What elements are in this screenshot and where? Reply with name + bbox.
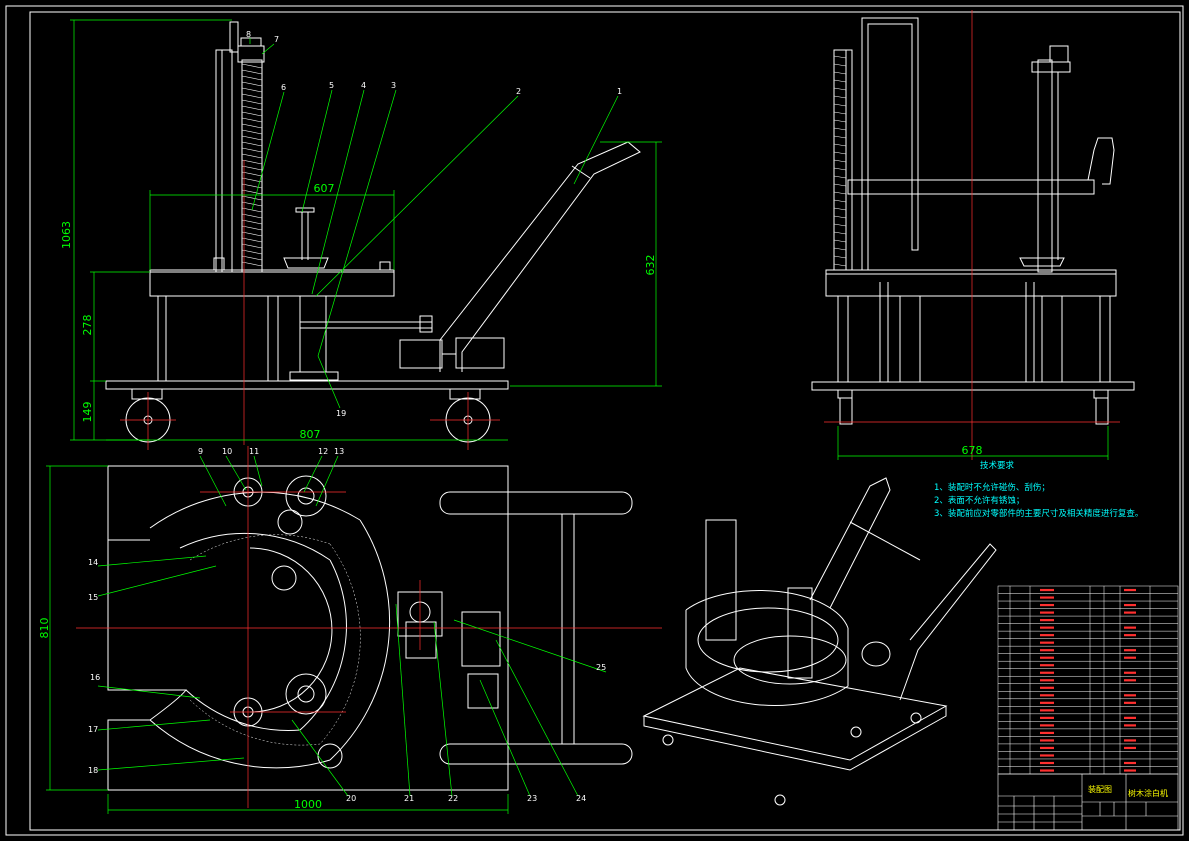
- dim-top-width: 1000: [294, 798, 322, 811]
- parts-list-cell-mark: [1040, 761, 1054, 765]
- part-label-25: 25: [596, 663, 606, 672]
- part-label-2: 2: [516, 87, 521, 96]
- parts-list-cell-mark: [1124, 634, 1136, 637]
- parts-list-cell-mark: [1124, 694, 1136, 697]
- part-label-21: 21: [404, 794, 414, 803]
- side-view: [811, 17, 1135, 425]
- parts-list-cell-mark: [1124, 716, 1136, 719]
- part-labels: 1 2 3 4 5 6 7 8 9 10 11 12 13 14 15 16 1…: [88, 30, 622, 803]
- part-label-11: 11: [249, 447, 259, 456]
- parts-list-cell-mark: [1124, 679, 1136, 682]
- parts-list: [997, 585, 1179, 775]
- dim-handle-height: 632: [644, 255, 657, 276]
- title-block-name: 树木涂白机: [1128, 788, 1168, 798]
- part-label-6: 6: [281, 83, 286, 92]
- parts-list-cell-mark: [1040, 611, 1054, 614]
- part-label-19: 19: [336, 409, 346, 418]
- parts-list-cell-mark: [1040, 679, 1054, 682]
- parts-list-cell-mark: [1124, 649, 1136, 652]
- tech-requirements: 技术要求 1、装配时不允许碰伤、刮伤； 2、表面不允许有锈蚀； 3、装配前应对零…: [934, 460, 1143, 519]
- parts-list-cell-mark: [1124, 626, 1136, 629]
- part-label-17: 17: [88, 725, 98, 734]
- parts-list-cell-mark: [1040, 649, 1054, 652]
- title-block: [997, 773, 1179, 831]
- part-label-14: 14: [88, 558, 98, 567]
- tech-requirement-1: 1、装配时不允许碰伤、刮伤；: [934, 482, 1050, 493]
- part-label-16: 16: [90, 673, 100, 682]
- parts-list-cell-mark: [1124, 739, 1136, 742]
- part-label-7: 7: [274, 35, 279, 44]
- parts-list-cell-mark: [1040, 731, 1054, 735]
- part-label-3: 3: [391, 81, 396, 90]
- part-label-23: 23: [527, 794, 537, 803]
- parts-list-cell-mark: [1040, 686, 1054, 689]
- part-label-8: 8: [246, 30, 251, 39]
- part-label-4: 4: [361, 81, 366, 90]
- part-label-5: 5: [329, 81, 334, 90]
- part-label-9: 9: [198, 447, 203, 456]
- parts-list-cell-mark: [1040, 656, 1054, 659]
- parts-list-cell-mark: [1040, 716, 1054, 719]
- dim-top-depth: 810: [38, 618, 51, 639]
- parts-list-cell-mark: [1040, 626, 1054, 629]
- parts-list-cell-mark: [1124, 761, 1136, 765]
- parts-list-cell-mark: [1040, 694, 1054, 697]
- parts-list-cell-mark: [1040, 664, 1054, 667]
- dim-base-height: 149: [81, 402, 94, 423]
- parts-list-cell-mark: [1124, 611, 1136, 614]
- dim-frame-height: 278: [81, 315, 94, 336]
- parts-list-cell-mark: [1124, 671, 1136, 674]
- parts-list-cell-mark: [1040, 596, 1054, 599]
- part-label-18: 18: [88, 766, 98, 775]
- parts-list-cell-mark: [1124, 724, 1136, 727]
- parts-list-cell-mark: [1040, 641, 1054, 644]
- part-label-20: 20: [346, 794, 356, 803]
- parts-list-cell-mark: [1040, 634, 1054, 637]
- parts-list-cell-mark: [1040, 603, 1054, 607]
- front-view: [105, 21, 641, 443]
- parts-list-cell-mark: [1124, 701, 1136, 704]
- parts-list-cell-mark: [1040, 724, 1054, 727]
- tech-requirement-3: 3、装配前应对零部件的主要尺寸及相关精度进行复查。: [934, 508, 1143, 519]
- dim-upper-width: 607: [314, 182, 335, 195]
- dim-overall-height: 1063: [60, 221, 73, 249]
- part-label-1: 1: [617, 87, 622, 96]
- tech-requirement-2: 2、表面不允许有锈蚀；: [934, 495, 1024, 506]
- parts-list-cell-mark: [1124, 769, 1136, 772]
- parts-list-cell-mark: [1040, 746, 1054, 750]
- parts-list-cell-mark: [1124, 746, 1136, 750]
- part-label-22: 22: [448, 794, 458, 803]
- parts-list-cell-mark: [1040, 701, 1054, 704]
- part-label-24: 24: [576, 794, 586, 803]
- parts-list-cell-mark: [1124, 656, 1136, 659]
- parts-list-cell-mark: [1040, 709, 1054, 712]
- dim-overall-width: 807: [300, 428, 321, 441]
- parts-list-cell-mark: [1040, 588, 1054, 592]
- parts-list-cell-mark: [1040, 619, 1054, 622]
- part-label-15: 15: [88, 593, 98, 602]
- part-label-12: 12: [318, 447, 328, 456]
- parts-list-cell-mark: [1040, 739, 1054, 742]
- tech-requirements-heading: 技术要求: [980, 460, 1015, 471]
- part-label-10: 10: [222, 447, 232, 456]
- part-label-13: 13: [334, 447, 344, 456]
- dim-side-width: 678: [962, 444, 983, 457]
- parts-list-cell-mark: [1040, 769, 1054, 772]
- top-view: [107, 465, 633, 791]
- parts-list-cell-mark: [1040, 671, 1054, 674]
- parts-list-cell-mark: [1124, 588, 1136, 592]
- isometric-view: [642, 477, 997, 806]
- parts-list-cell-mark: [1040, 754, 1054, 757]
- parts-list-frame: [997, 585, 1179, 775]
- parts-list-cell-mark: [1124, 603, 1136, 607]
- title-block-title: 装配图: [1088, 784, 1112, 794]
